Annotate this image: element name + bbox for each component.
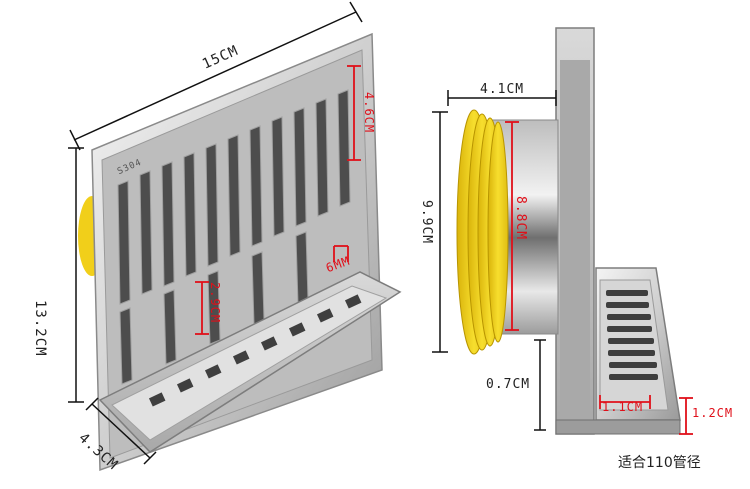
left-red-dimensions xyxy=(195,65,361,335)
tray-slots xyxy=(148,294,362,407)
inner-dimension-label: 2.9CM xyxy=(208,282,222,324)
left-drain-grate xyxy=(68,1,402,472)
left-dimension-lines xyxy=(68,1,363,465)
pipe-length-label: 4.1CM xyxy=(480,82,525,97)
offset-label: 0.7CM xyxy=(486,377,531,392)
body-height-label: 9.9CM xyxy=(419,200,434,245)
pipe-compatibility-caption: 适合110管径 xyxy=(618,455,701,471)
right-tray-slots xyxy=(606,290,658,380)
pipe-diameter-label: 8.8CM xyxy=(513,196,528,241)
tray-height-label: 1.2CM xyxy=(692,406,734,420)
right-dimension-lines xyxy=(432,90,557,431)
right-drain-side-view xyxy=(432,27,693,435)
slot-length-label: 4.6CM xyxy=(362,92,376,134)
tray-inner-label: 1.1CM xyxy=(602,400,644,414)
grate-slots xyxy=(117,89,351,385)
right-red-dimensions xyxy=(505,121,693,435)
right-gasket xyxy=(456,109,509,355)
height-dimension-label: 13.2CM xyxy=(32,300,48,357)
